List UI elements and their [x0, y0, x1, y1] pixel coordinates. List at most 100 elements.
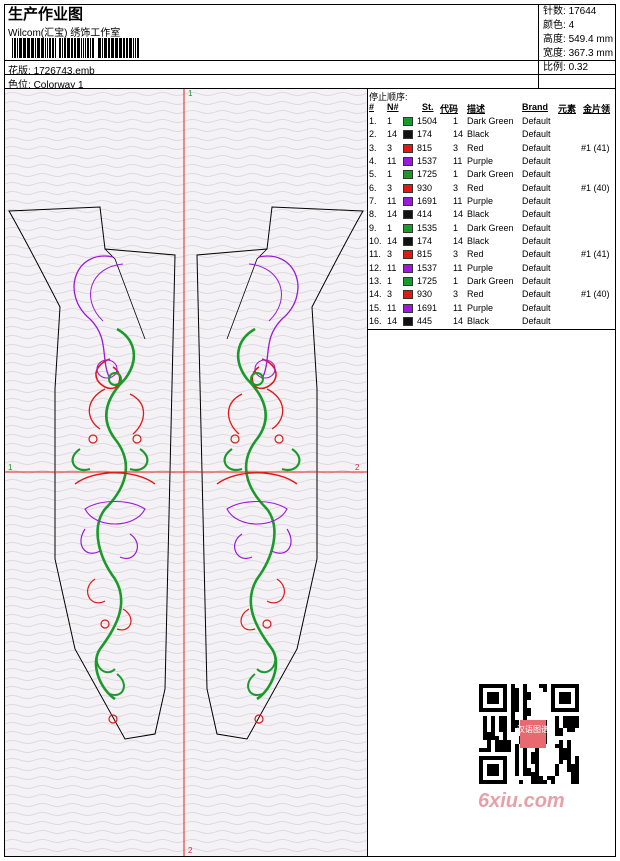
thread-color-swatch: [403, 250, 413, 260]
row-index: 5.: [369, 169, 377, 180]
row-needle: 3: [387, 289, 393, 300]
row-needle: 14: [387, 129, 398, 140]
thread-color-swatch: [403, 210, 413, 220]
row-stitches: 815: [417, 142, 433, 153]
row-brand: Default: [522, 209, 551, 220]
company-name: Wilcom(汇宝) 绣饰工作室: [8, 28, 121, 39]
row-index: 13.: [369, 276, 382, 287]
row-brand: Default: [522, 182, 551, 193]
watermark: 6xiu.com: [478, 790, 565, 812]
row-needle: 11: [387, 262, 397, 273]
design-file-line: 花版: 1726743.emb: [8, 62, 95, 77]
row-brand: Default: [522, 116, 551, 126]
row-needle: 1: [387, 116, 393, 126]
design-file-value: 1726743.emb: [33, 66, 95, 77]
row-stitches: 1537: [417, 156, 438, 167]
row-index: 4.: [369, 156, 377, 167]
row-index: 15.: [369, 302, 382, 313]
row-brand: Default: [522, 156, 551, 167]
stat-colors: 颜色: 4: [543, 20, 575, 31]
row-sequin: #1 (40): [581, 182, 610, 193]
row-needle: 11: [387, 156, 397, 167]
stat-scale: 比例: 0.32: [543, 62, 589, 73]
stats-panel: 针数: 17644 颜色: 4 高度: 549.4 mm 宽度: 367.3 m…: [538, 4, 616, 88]
row-stitches: 1535: [417, 222, 438, 233]
row-description: Purple: [467, 302, 494, 313]
row-description: Purple: [467, 196, 494, 207]
row-stitches: 1537: [417, 262, 438, 273]
header-divider: [4, 74, 616, 75]
col-stitches: St.: [422, 102, 434, 112]
row-description: Black: [467, 129, 490, 140]
row-code: 14: [453, 129, 464, 140]
row-code: 1: [453, 222, 459, 233]
row-code: 11: [453, 262, 463, 273]
row-needle: 11: [387, 196, 397, 207]
embroidery-left: [71, 255, 156, 724]
row-needle: 1: [387, 222, 393, 233]
design-canvas: 1 2 1 2: [5, 89, 368, 856]
thread-color-swatch: [403, 263, 413, 273]
row-stitches: 1691: [417, 196, 438, 207]
row-brand: Default: [522, 236, 551, 247]
col-code: 代码: [440, 104, 459, 114]
colorway-label: 色位:: [8, 80, 31, 91]
row-sequin: #1 (41): [581, 249, 610, 260]
thread-color-swatch: [403, 117, 413, 126]
row-brand: Default: [522, 289, 551, 300]
thread-color-swatch: [403, 223, 413, 233]
row-stitches: 930: [417, 182, 433, 193]
row-code: 14: [453, 316, 464, 327]
row-code: 3: [453, 249, 459, 260]
thread-color-swatch: [403, 290, 413, 300]
row-index: 12.: [369, 262, 382, 273]
row-index: 10.: [369, 236, 382, 247]
row-stitches: 414: [417, 209, 433, 220]
col-description: 描述: [467, 104, 486, 114]
row-index: 14.: [369, 289, 382, 300]
row-index: 3.: [369, 142, 377, 153]
stop-sequence-header: # N# St. 代码 描述 Brand 元素 金片领: [367, 102, 615, 114]
thread-color-swatch: [403, 130, 413, 140]
row-index: 1.: [369, 116, 377, 126]
stat-height: 高度: 549.4 mm: [543, 34, 614, 45]
barcode: [12, 38, 139, 58]
thread-color-swatch: [403, 157, 413, 167]
row-stitches: 174: [417, 129, 433, 140]
row-needle: 3: [387, 142, 393, 153]
thread-color-swatch: [403, 303, 413, 313]
row-brand: Default: [522, 222, 551, 233]
row-description: Dark Green: [467, 222, 514, 233]
thread-color-swatch: [403, 317, 413, 327]
row-index: 9.: [369, 222, 377, 233]
design-drawing: 1 2 1 2: [5, 89, 367, 856]
row-needle: 14: [387, 236, 398, 247]
marker-right: 2: [355, 463, 360, 472]
stop-sequence-row: 9. 1 1535 1 Dark Green Default: [367, 222, 615, 235]
col-brand: Brand: [522, 102, 549, 112]
row-description: Black: [467, 316, 490, 327]
row-code: 1: [453, 169, 459, 180]
page-title: 生产作业图: [8, 6, 84, 23]
row-code: 3: [453, 289, 459, 300]
row-stitches: 1725: [417, 276, 438, 287]
row-brand: Default: [522, 196, 551, 207]
row-needle: 1: [387, 276, 393, 287]
col-sequin: 金片领: [583, 104, 611, 114]
row-stitches: 1504: [417, 116, 438, 126]
design-file-label: 花版:: [8, 66, 31, 77]
thread-color-swatch: [403, 183, 413, 193]
